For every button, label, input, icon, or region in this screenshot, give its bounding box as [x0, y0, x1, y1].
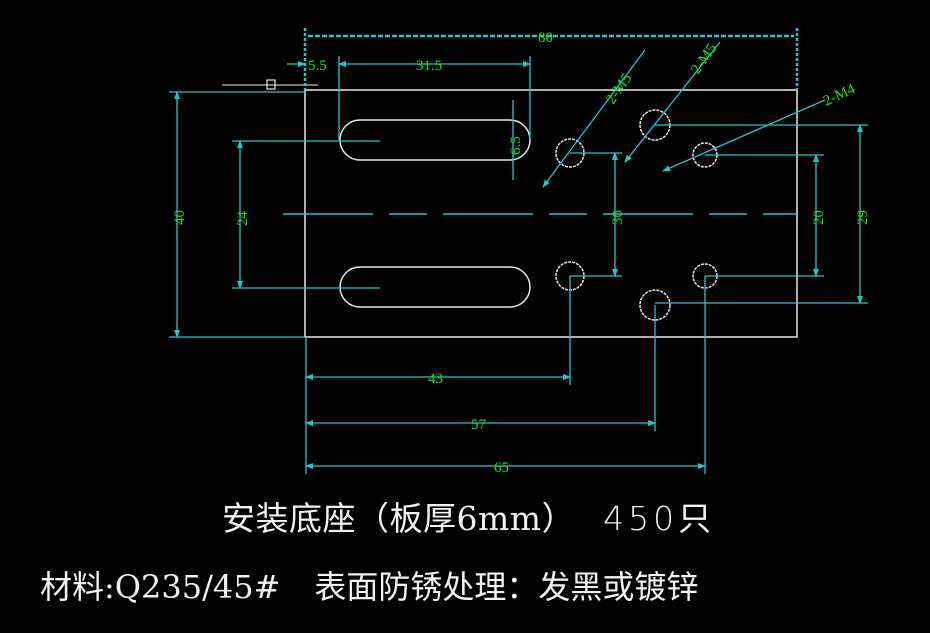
material-note: 材料:Q235/45# 表面防锈处理：发黑或镀锌	[40, 562, 698, 608]
slot-upper	[339, 119, 531, 161]
dim-text-29: 29	[855, 210, 871, 225]
reference-mark	[266, 79, 276, 90]
dim-text-40: 40	[172, 210, 188, 225]
dim-text-6-5: 6.5	[508, 136, 524, 155]
material-text: 材料:Q235/45#	[40, 568, 281, 606]
callout-m5-a: 2-M5	[603, 71, 635, 107]
callout-m4: 2-M4	[821, 81, 858, 110]
slot-lower	[339, 266, 531, 308]
title-note: 安装底座（板厚6mm） 450只	[222, 492, 715, 540]
title-text: 安装底座（板厚6mm）	[222, 499, 576, 538]
dim-text-20: 20	[811, 210, 827, 225]
leader-m4	[662, 99, 826, 172]
dim-text-65: 65	[494, 460, 509, 476]
callout-m5-b: 2-M5	[688, 41, 720, 77]
hole-m5-b-bottom	[639, 289, 671, 321]
leader-m5-a	[542, 49, 646, 188]
dim-text-57: 57	[471, 417, 487, 433]
dim-text-43: 43	[428, 371, 443, 387]
dim-text-5-5: 5.5	[308, 58, 327, 74]
leader-m5-b	[624, 41, 721, 163]
dim-text-80: 80	[538, 30, 553, 46]
dim-text-24: 24	[235, 211, 251, 227]
quantity-text: 450只	[603, 499, 716, 538]
dim-text-31-5: 31.5	[416, 58, 442, 74]
surface-treatment-text: 表面防锈处理：发黑或镀锌	[314, 568, 699, 606]
dim-text-30: 30	[610, 210, 626, 225]
